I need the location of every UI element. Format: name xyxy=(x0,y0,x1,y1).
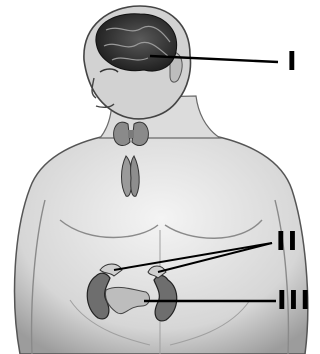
brain xyxy=(96,14,177,71)
label-III: III xyxy=(277,288,312,314)
label-II: II xyxy=(276,229,299,255)
label-I: I xyxy=(287,49,299,75)
